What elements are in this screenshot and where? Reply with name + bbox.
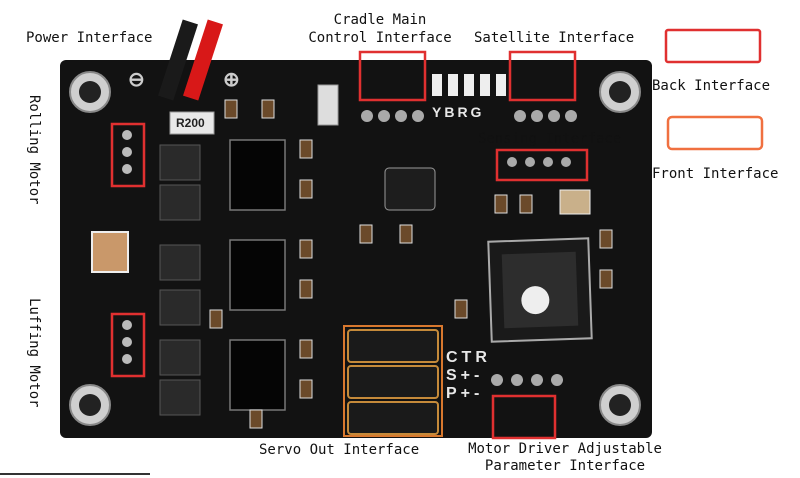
polarity-plus: ⊕	[223, 69, 240, 91]
driver-ics	[229, 139, 286, 411]
rolling-motor-pins	[122, 130, 132, 174]
mcu-chip	[487, 237, 593, 343]
motor-label-line1: Motor Driver Adjustable	[468, 441, 662, 457]
rolling-motor-label: Rolling Motor	[26, 95, 42, 205]
back-interface-legend-box	[664, 28, 762, 64]
cradle-interface-label: Cradle Main Control Interface	[295, 12, 465, 46]
p-plus-minus-label: P+-	[446, 385, 484, 402]
power-interface-label: Power Interface	[26, 30, 153, 46]
mounting-holes	[69, 71, 641, 426]
sensing-pins	[507, 157, 571, 167]
servo-header	[347, 329, 439, 435]
luffing-motor-label: Luffing Motor	[26, 298, 42, 408]
luffing-motor-pins	[122, 320, 132, 364]
rolling-motor-box	[110, 122, 146, 188]
power-wires	[158, 19, 223, 101]
motor-parameter-box	[491, 394, 557, 440]
smd-components	[209, 99, 613, 429]
crystal	[559, 189, 591, 215]
capacitor	[91, 231, 129, 273]
front-interface-legend-box	[666, 115, 764, 151]
motor-label-line2: Parameter Interface	[484, 458, 646, 474]
satellite-interface-label: Satellite Interface	[474, 30, 635, 46]
front-interface-label: Front Interface	[652, 166, 779, 182]
resistor-r200	[169, 111, 215, 135]
back-interface-label: Back Interface	[652, 78, 771, 94]
satellite-interface-box	[508, 50, 577, 102]
polarity-minus: ⊖	[128, 69, 145, 91]
ctr-label: CTR	[446, 349, 491, 366]
ybrg-label: YBRG	[432, 104, 485, 120]
luffing-motor-box	[110, 312, 146, 378]
top-pads	[361, 110, 577, 122]
cradle-interface-box	[358, 50, 427, 102]
resistor-label: R200	[176, 116, 205, 130]
sensing-interface-label: Sensing Interface	[478, 131, 622, 147]
cradle-label-line1: Cradle Main	[333, 12, 427, 28]
inductor	[384, 167, 436, 211]
driver-transistors	[159, 144, 201, 416]
parameter-pads	[491, 374, 563, 386]
s-plus-minus-label: S+-	[446, 367, 484, 384]
servo-out-label: Servo Out Interface	[259, 442, 420, 458]
pcb-body	[60, 60, 652, 438]
sensing-interface-box	[495, 148, 589, 182]
motor-driver-label: Motor Driver Adjustable Parameter Interf…	[452, 441, 678, 474]
servo-out-box	[343, 325, 443, 437]
status-leds	[432, 74, 506, 96]
cradle-label-line2: Control Interface	[308, 30, 452, 46]
